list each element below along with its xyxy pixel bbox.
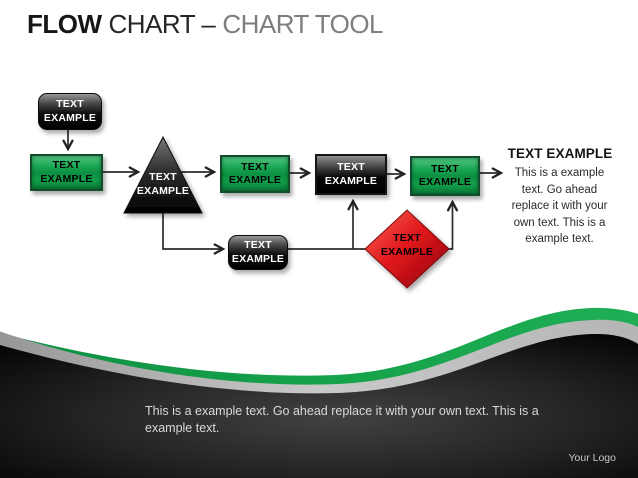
node-step2-green[interactable]: TEXT EXAMPLE — [220, 155, 290, 193]
node-decision-diamond[interactable] — [364, 209, 450, 289]
node-label: TEXT EXAMPLE — [43, 98, 97, 124]
title-word-chart: CHART – — [108, 9, 216, 39]
callout-heading[interactable]: TEXT EXAMPLE — [507, 146, 613, 161]
node-label: TEXT EXAMPLE — [228, 160, 282, 187]
node-label: TEXT EXAMPLE — [231, 239, 285, 265]
node-start-rounded[interactable]: TEXT EXAMPLE — [38, 93, 102, 130]
node-triangle[interactable] — [123, 135, 203, 214]
title-word-flow: FLOW — [27, 9, 102, 39]
node-step4-green[interactable]: TEXT EXAMPLE — [410, 156, 480, 196]
node-step3-black[interactable]: TEXT EXAMPLE — [315, 154, 387, 195]
footer-logo[interactable]: Your Logo — [568, 452, 617, 464]
node-substep-rounded[interactable]: TEXT EXAMPLE — [228, 235, 288, 270]
triangle-node-label: TEXT EXAMPLE — [136, 171, 190, 197]
callout-body[interactable]: This is a example text. Go ahead replace… — [511, 167, 608, 245]
decision-node-label: TEXT EXAMPLE — [380, 232, 434, 258]
footer-note[interactable]: This is a example text. Go ahead replace… — [145, 404, 539, 435]
title-word-chart-tool: CHART TOOL — [222, 9, 384, 39]
node-label: TEXT EXAMPLE — [324, 161, 378, 187]
connector-triangle-to-substep — [162, 213, 226, 255]
node-label: TEXT EXAMPLE — [418, 162, 472, 189]
node-step1-green[interactable]: TEXT EXAMPLE — [30, 154, 103, 191]
connector-decision-to-step4 — [446, 199, 459, 250]
node-label: TEXT EXAMPLE — [40, 159, 93, 185]
black-wave — [0, 333, 638, 478]
